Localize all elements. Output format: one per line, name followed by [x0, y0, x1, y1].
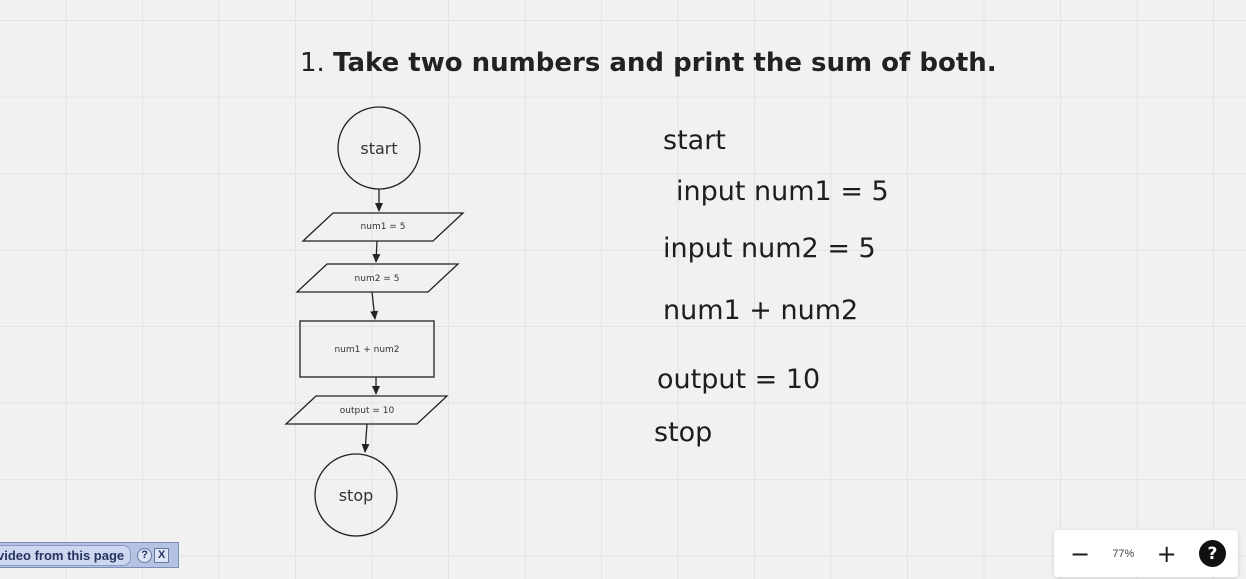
input1-node[interactable]	[301, 212, 465, 242]
arrow-input2-process	[370, 291, 379, 320]
video-bar-help-icon[interactable]: ?	[137, 547, 153, 563]
zoom-out-button[interactable]: −	[1069, 539, 1091, 568]
zoom-in-button[interactable]: +	[1156, 539, 1177, 568]
input2-node[interactable]	[295, 263, 460, 293]
step-stop: stop	[654, 417, 713, 448]
title-text: Take two numbers and print the sum of bo…	[333, 48, 997, 78]
step-start: start	[663, 125, 726, 156]
title-number: 1.	[300, 48, 325, 78]
stop-node[interactable]	[314, 453, 398, 537]
input2-label: num2 = 5	[355, 274, 400, 284]
output-node[interactable]	[284, 395, 449, 425]
step-input1: input num1 = 5	[676, 176, 889, 207]
input1-label: num1 = 5	[361, 222, 406, 232]
page-title: 1. Take two numbers and print the sum of…	[300, 48, 997, 78]
output-label: output = 10	[340, 406, 395, 416]
start-label: start	[360, 139, 397, 158]
help-button[interactable]: ?	[1198, 540, 1226, 567]
zoom-controls: − 77% + ?	[1054, 530, 1238, 577]
stop-label: stop	[339, 486, 374, 505]
video-download-bar: video from this page ? X	[0, 542, 179, 568]
zoom-level: 77%	[1112, 547, 1135, 560]
process-label: num1 + num2	[334, 345, 399, 355]
arrow-output-stop	[361, 423, 370, 453]
step-process: num1 + num2	[663, 295, 859, 326]
step-input2: input num2 = 5	[663, 233, 876, 264]
arrow-input1-input2	[372, 240, 381, 263]
video-download-button[interactable]: video from this page	[0, 544, 132, 566]
video-bar-close-icon[interactable]: X	[154, 547, 170, 563]
process-node[interactable]	[299, 320, 435, 378]
step-output: output = 10	[657, 364, 821, 395]
